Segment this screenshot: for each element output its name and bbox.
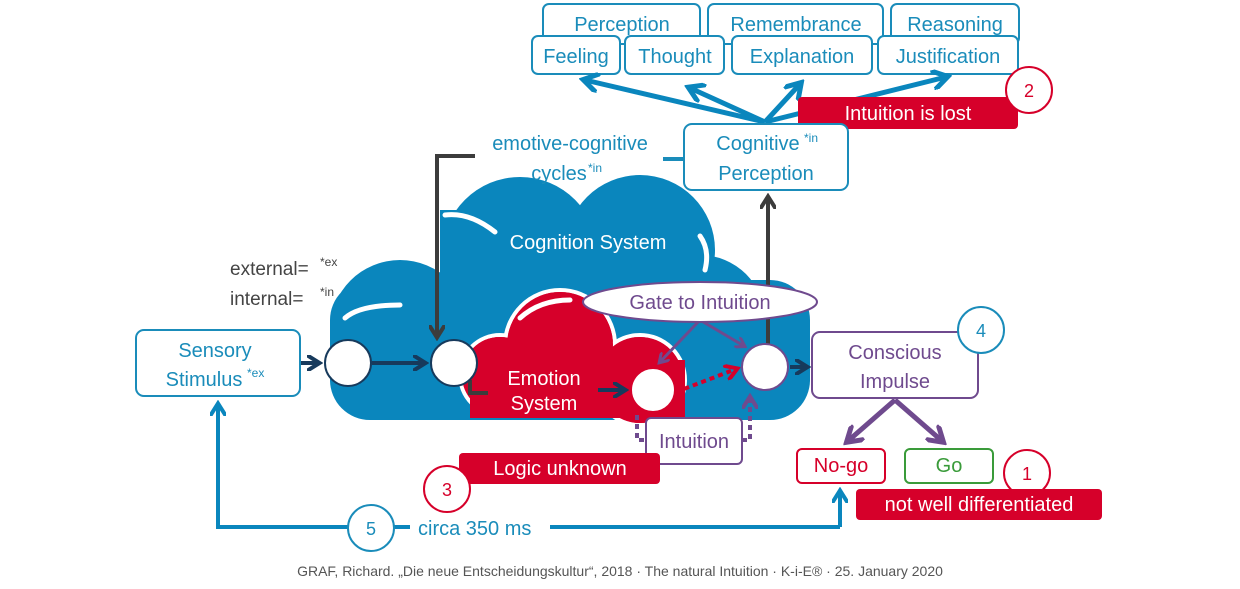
legend-internal: internal=	[230, 289, 303, 310]
box-perception[interactable]	[542, 3, 701, 45]
logic-unknown-text: Logic unknown	[493, 458, 626, 480]
intuition-label: Intuition	[659, 431, 729, 453]
node-4	[741, 343, 789, 391]
node-3	[630, 367, 676, 413]
box-thought-label: Thought	[638, 46, 712, 68]
arrow-to-feeling	[585, 80, 766, 125]
go-label: Go	[936, 455, 963, 477]
emotion-system-label-1: Emotion	[507, 368, 580, 390]
cognitive-sup: *in	[804, 131, 818, 145]
cycles-label-1: emotive-cognitive	[492, 133, 648, 155]
gate-arrow-left	[660, 318, 702, 362]
cognition-system-label: Cognition System	[510, 232, 667, 254]
marker-2-number: 2	[1024, 81, 1034, 101]
marker-3: 3	[423, 465, 471, 513]
conscious-label-1: Conscious	[848, 342, 941, 364]
gate-label: Gate to Intuition	[629, 292, 770, 314]
cycles-sup: *in	[588, 161, 602, 175]
legend-internal-sup: *in	[320, 285, 334, 299]
arrow-to-thought	[690, 88, 767, 125]
cognitive-perception-box[interactable]: Cognitive *in Perception	[683, 123, 849, 191]
gate-arrow-right	[699, 318, 744, 346]
emotion-link	[468, 380, 488, 395]
timing-label: circa 350 ms	[418, 518, 531, 540]
cognitive-label-2: Perception	[718, 163, 814, 185]
box-explanation-label: Explanation	[750, 46, 855, 68]
not-differentiated-badge: not well differentiated	[856, 489, 1102, 520]
cycles-label-2: cycles	[531, 163, 587, 185]
not-differentiated-text: not well differentiated	[885, 494, 1074, 516]
top-boxes: Perception Remembrance Reasoning Feeling…	[531, 3, 1020, 75]
arrow-to-explanation	[763, 84, 800, 124]
marker-3-number: 3	[442, 480, 452, 500]
arrow-to-nogo	[848, 398, 897, 441]
intuition-dotted-arrow	[675, 369, 736, 394]
box-justification-label: Justification	[896, 46, 1001, 68]
box-feeling[interactable]	[531, 35, 621, 75]
footer-citation: GRAF, Richard. „Die neue Entscheidungsku…	[297, 563, 943, 579]
logic-unknown-badge: Logic unknown	[459, 453, 660, 484]
sensory-stimulus-box[interactable]: Sensory Stimulus *ex	[135, 329, 301, 397]
nogo-label: No-go	[814, 455, 868, 477]
go-box[interactable]: Go	[904, 448, 994, 484]
legend-external-sup: *ex	[320, 255, 337, 269]
sensory-sup: *ex	[247, 366, 264, 380]
intuition-dotted-right	[742, 398, 750, 442]
gate-to-intuition[interactable]: Gate to Intuition	[582, 281, 818, 362]
conscious-impulse-box[interactable]: Conscious Impulse	[811, 331, 979, 399]
node-2	[430, 339, 478, 387]
emotion-system-label-2: System	[511, 393, 578, 415]
nogo-box[interactable]: No-go	[796, 448, 886, 484]
sensory-label-2: Stimulus	[166, 369, 243, 391]
arrow-to-go	[893, 398, 942, 441]
marker-5-number: 5	[366, 519, 376, 539]
marker-4-number: 4	[976, 321, 986, 341]
legend-external: external=	[230, 259, 309, 280]
box-perception-label: Perception	[574, 14, 670, 36]
marker-4: 4	[957, 306, 1005, 354]
sensory-label-1: Sensory	[178, 340, 251, 362]
box-explanation[interactable]	[731, 35, 873, 75]
feedback-arrow	[437, 154, 475, 336]
box-thought[interactable]	[624, 35, 725, 75]
node-1	[324, 339, 372, 387]
marker-5: 5	[347, 504, 395, 552]
marker-2: 2	[1005, 66, 1053, 114]
conscious-label-2: Impulse	[860, 371, 930, 393]
legend: external= *ex internal= *in	[230, 255, 337, 310]
timing-arrow-to-stimulus	[218, 405, 350, 529]
marker-1-number: 1	[1022, 464, 1032, 484]
box-feeling-label: Feeling	[543, 46, 609, 68]
intuition-box[interactable]: Intuition	[635, 398, 750, 465]
box-reasoning-label: Reasoning	[907, 14, 1003, 36]
timing-label-bg	[410, 514, 550, 540]
cognitive-label-1: Cognitive	[716, 133, 799, 155]
intuition-lost-text: Intuition is lost	[845, 103, 972, 125]
box-remembrance-label: Remembrance	[730, 14, 861, 36]
intuition-lost-badge: Intuition is lost	[798, 97, 1018, 129]
